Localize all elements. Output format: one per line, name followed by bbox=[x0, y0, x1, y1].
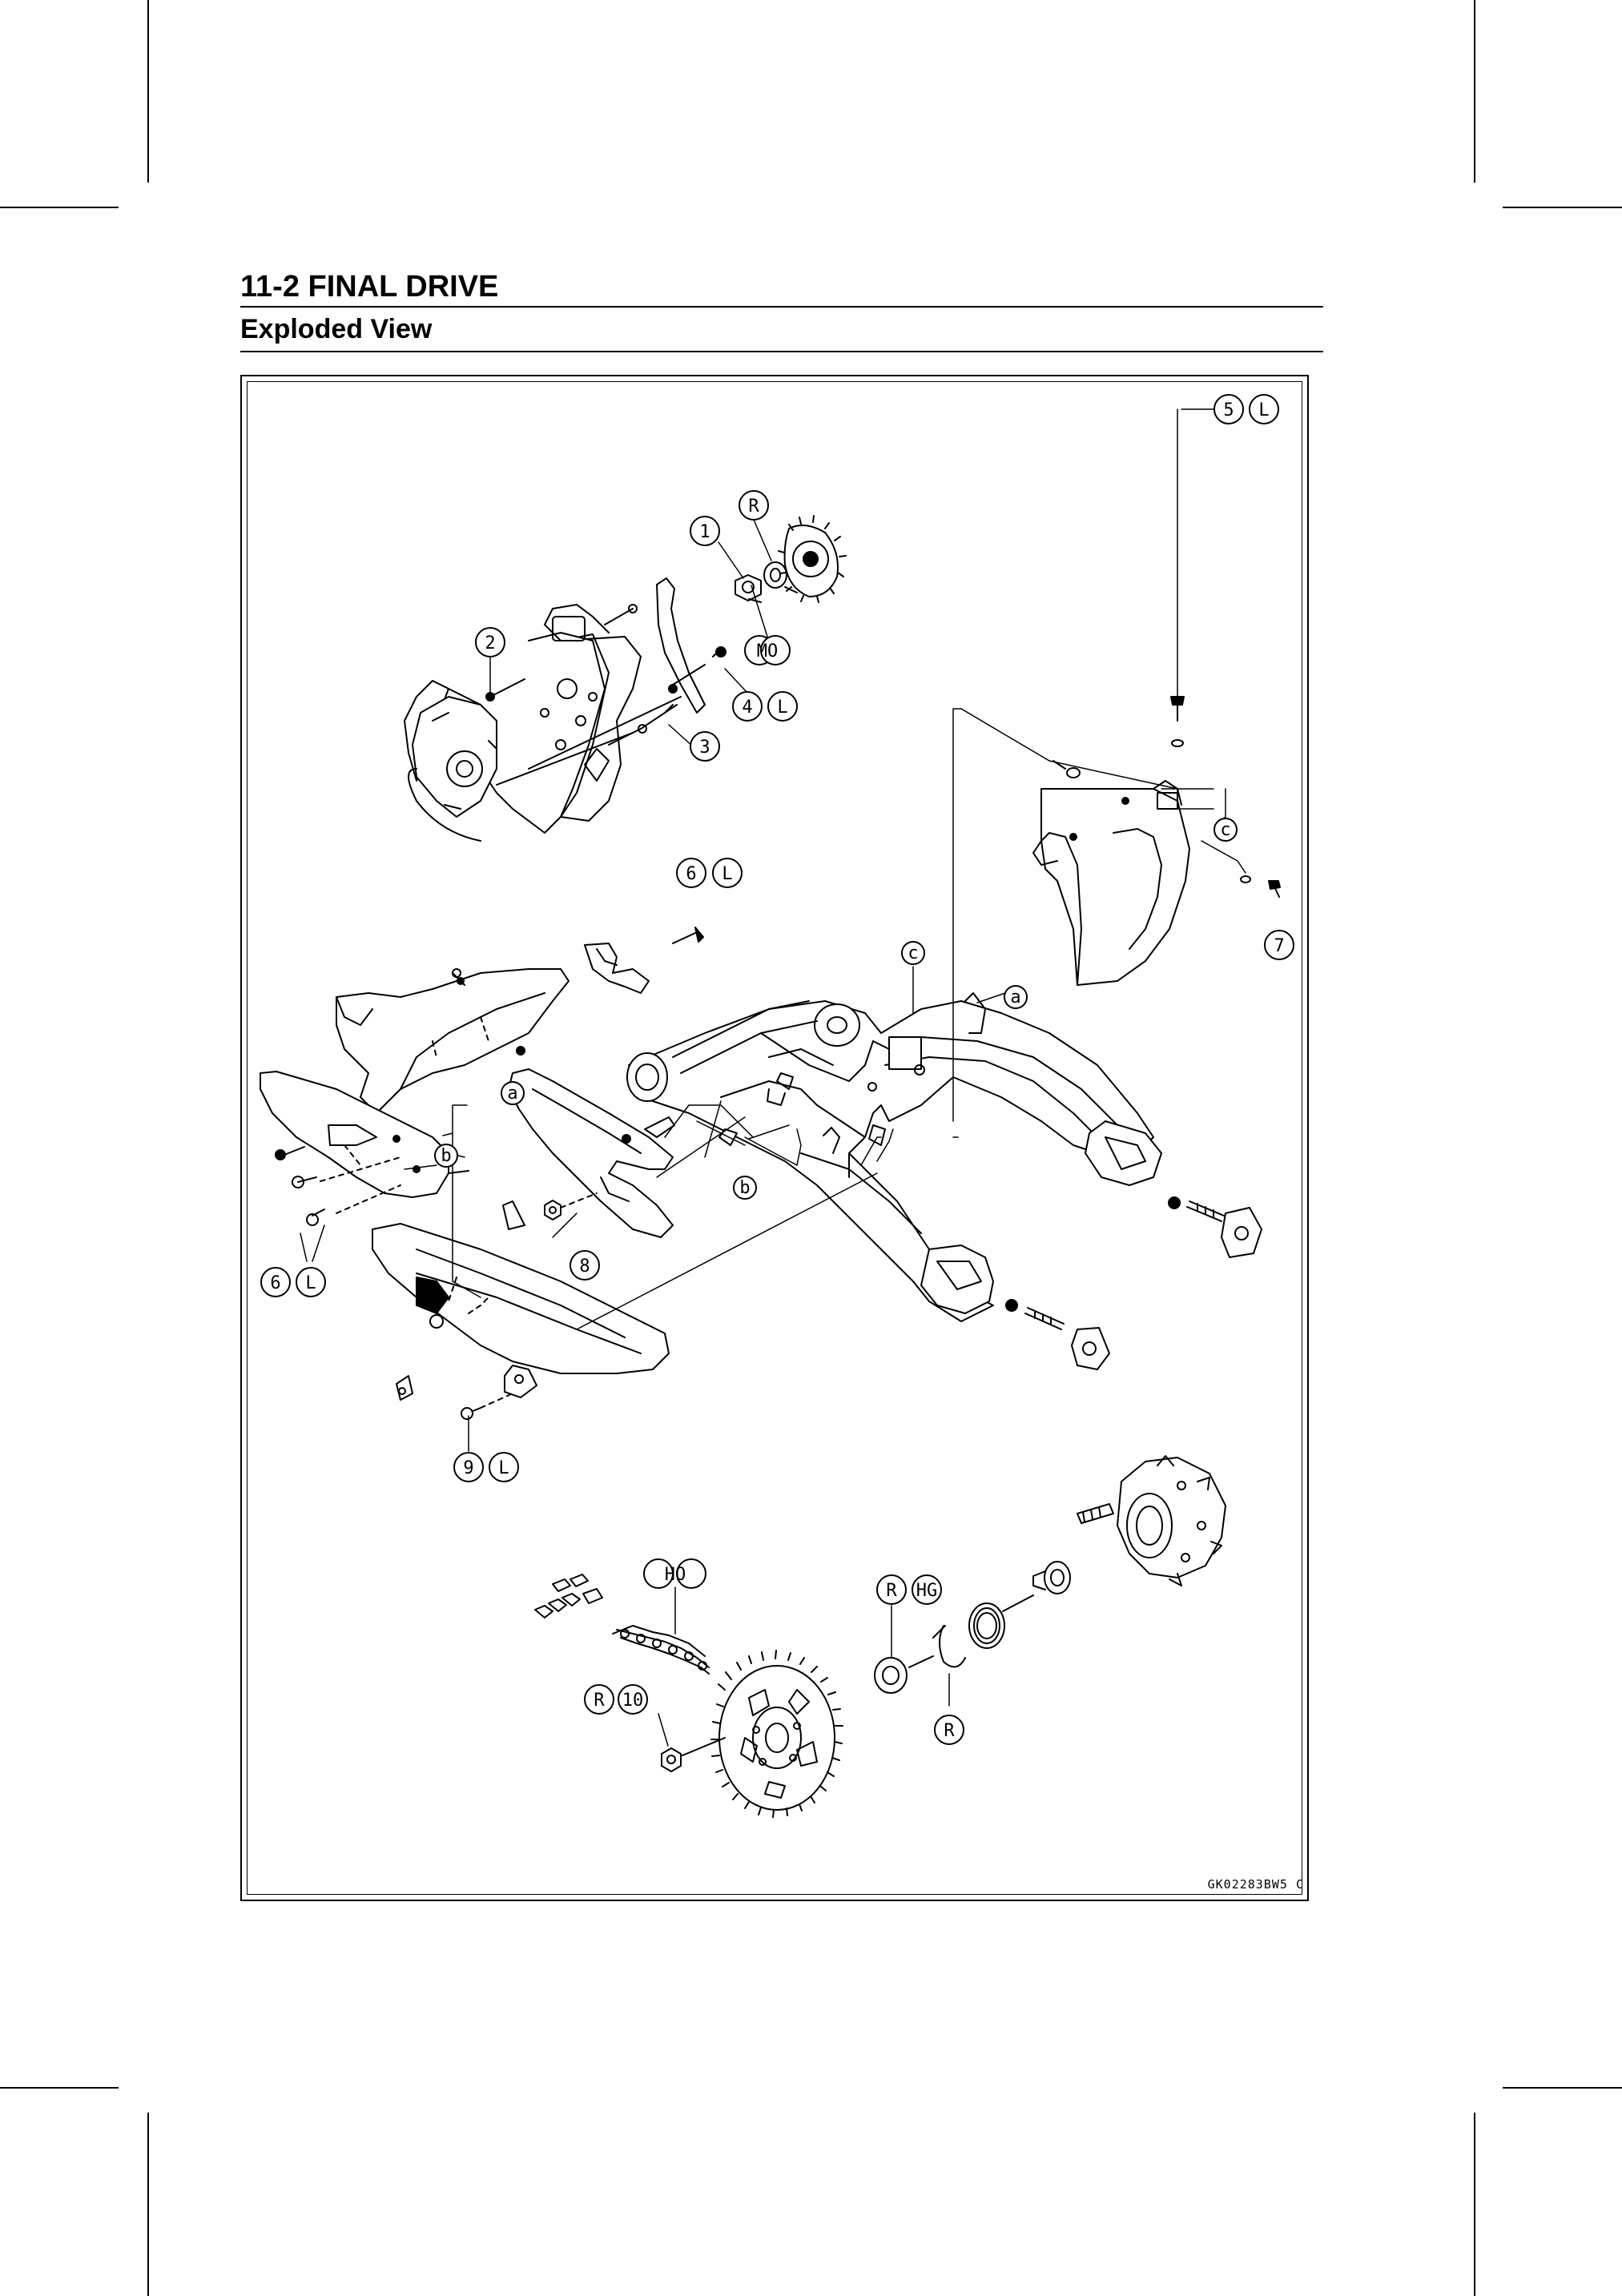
crop-mark-bottom-left-h bbox=[0, 2087, 119, 2089]
crop-mark-bottom-right-h bbox=[1503, 2087, 1622, 2089]
callout-r-top: R bbox=[748, 497, 759, 517]
callout-5-lock: L bbox=[1258, 400, 1269, 420]
callout-2: 2 bbox=[485, 633, 495, 653]
crop-mark-top-left-h bbox=[0, 207, 119, 208]
callout-c-right: c bbox=[1220, 820, 1230, 840]
section-title: Exploded View bbox=[240, 311, 1323, 352]
rear-fender-lower bbox=[260, 1071, 469, 1198]
callout-5: 5 bbox=[1223, 400, 1234, 420]
chain-adjuster-left bbox=[1005, 1299, 1110, 1370]
crop-mark-bottom-right bbox=[1474, 2113, 1475, 2296]
callout-4-lock: L bbox=[777, 698, 787, 718]
callout-9-lock: L bbox=[498, 1458, 509, 1478]
rear-sprocket bbox=[710, 1650, 843, 1818]
sprocket-cover-guide bbox=[656, 577, 706, 714]
exploded-view-figure bbox=[240, 375, 1309, 1901]
callout-6-top-lock: L bbox=[722, 864, 732, 884]
drive-chain bbox=[534, 1574, 710, 1675]
figure-inner-border bbox=[247, 381, 1302, 1895]
callout-6-top: 6 bbox=[686, 864, 696, 884]
swingarm bbox=[626, 992, 1162, 1322]
chapter-title: 11-2 FINAL DRIVE bbox=[240, 264, 1323, 308]
callout-labels: R 1 MO 2 4 L 3 5 L c 7 6 L c a a b b 8 6… bbox=[270, 400, 1284, 1741]
callout-7: 7 bbox=[1274, 936, 1284, 956]
callout-ho: HO bbox=[665, 1565, 686, 1585]
callout-c-mid: c bbox=[908, 943, 918, 963]
cover-fasteners-lower bbox=[396, 1375, 513, 1452]
callout-3: 3 bbox=[699, 738, 710, 758]
rear-hub-coupling bbox=[1077, 1455, 1226, 1586]
callout-r-mid: R bbox=[886, 1581, 897, 1601]
chain-cover-lower bbox=[372, 1223, 670, 1398]
callout-mo: MO bbox=[757, 641, 779, 661]
callout-1: 1 bbox=[699, 522, 710, 542]
callout-circles bbox=[260, 394, 1294, 1745]
callout-r10: R bbox=[594, 1691, 605, 1711]
fender-bolts bbox=[275, 1146, 437, 1226]
reference-lines bbox=[300, 708, 1050, 1330]
callout-a-right: a bbox=[1010, 987, 1020, 1007]
callout-r-bottom: R bbox=[944, 1721, 955, 1741]
callout-hg: HG bbox=[916, 1581, 938, 1601]
callout-8: 8 bbox=[579, 1257, 590, 1277]
page-header: 11-2 FINAL DRIVE Exploded View bbox=[240, 264, 1323, 352]
callout-10: 10 bbox=[622, 1691, 644, 1711]
callout-6-bottom-lock: L bbox=[305, 1273, 316, 1293]
callout-9: 9 bbox=[463, 1458, 473, 1478]
hub-bearings bbox=[874, 1561, 1071, 1694]
rear-fender-front bbox=[336, 968, 570, 1114]
figure-code: GK02283BW5 C bbox=[1208, 1877, 1304, 1892]
callout-a-left: a bbox=[507, 1084, 517, 1104]
chain-guide-bracket bbox=[584, 927, 704, 994]
chain-case-bolts bbox=[1048, 696, 1281, 898]
chain-case-right bbox=[1032, 780, 1190, 986]
slider-nut bbox=[502, 1192, 598, 1230]
leader-lines-bottom bbox=[658, 1586, 950, 1747]
chain-adjuster-right bbox=[1168, 1196, 1262, 1258]
sprocket-nut bbox=[661, 1737, 726, 1772]
chain-slider bbox=[508, 1068, 675, 1238]
crop-mark-bottom-left bbox=[147, 2113, 149, 2296]
crop-mark-top-right-h bbox=[1503, 207, 1622, 208]
engine-sprocket-cover bbox=[404, 604, 642, 842]
callout-4: 4 bbox=[742, 698, 752, 718]
callout-b-left: b bbox=[441, 1146, 451, 1166]
cover-bolts bbox=[485, 604, 726, 786]
engine-sprocket-group bbox=[735, 515, 847, 603]
leader-lines-top bbox=[489, 408, 1214, 748]
callout-b-mid: b bbox=[739, 1178, 750, 1198]
crop-mark-top-right bbox=[1474, 0, 1475, 183]
callout-6-bottom: 6 bbox=[270, 1273, 280, 1293]
crop-mark-top-left bbox=[147, 0, 149, 183]
